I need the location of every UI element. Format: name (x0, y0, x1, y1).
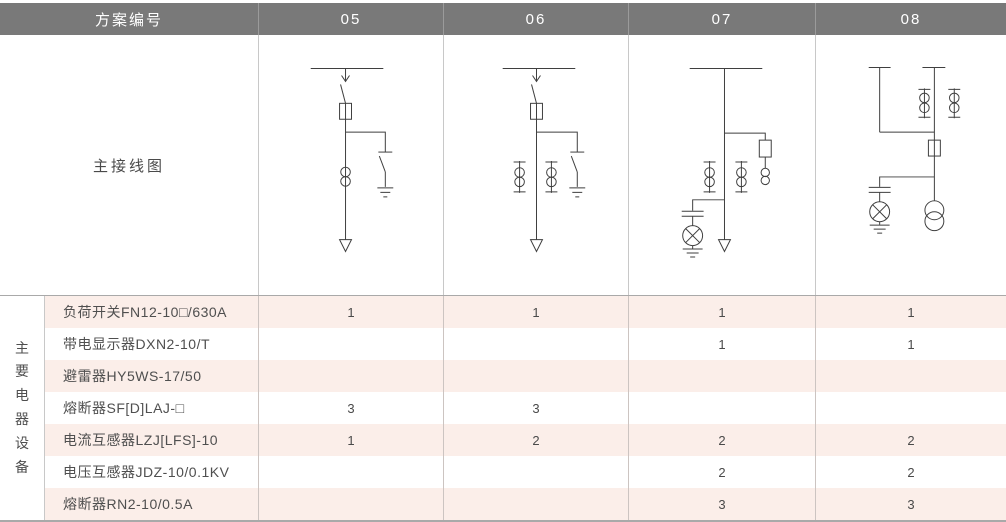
quantity-cell (443, 360, 628, 392)
ct-symbol (513, 161, 526, 193)
fuse-symbol (724, 132, 772, 186)
equipment-name: 电流互感器LZJ[LFS]-10 (63, 432, 219, 448)
header-scheme-number-label: 方案编号 (0, 3, 258, 35)
equipment-row: 熔断器RN2-10/0.5A 3 3 (45, 488, 1006, 520)
header-scheme-07: 07 (628, 3, 815, 35)
table-header: 方案编号 05 06 07 08 (0, 3, 1006, 35)
quantity-cell (258, 328, 443, 360)
equipment-row: 带电显示器DXN2-10/T 1 1 (45, 328, 1006, 360)
capacitor-symbol (681, 199, 725, 226)
quantity-cell (628, 392, 815, 424)
quantity-cell (443, 456, 628, 488)
ct-symbol (735, 161, 748, 193)
quantity-cell (258, 488, 443, 520)
equipment-name: 避雷器HY5WS-17/50 (63, 368, 202, 384)
header-scheme-05: 05 (258, 3, 443, 35)
equipment-row: 避雷器HY5WS-17/50 (45, 360, 1006, 392)
ct-symbol (545, 161, 558, 193)
diagram-row: 主接线图 (0, 35, 1006, 295)
quantity-cell (628, 360, 815, 392)
diagram-row-label: 主接线图 (92, 157, 165, 175)
quantity-cell (815, 392, 1006, 424)
ct-symbol (340, 166, 351, 187)
equipment-section: 主要电器设备 负荷开关FN12-10□/630A 1 1 1 1 带电显示器DX… (0, 295, 1006, 522)
ct-symbol (703, 161, 716, 193)
equipment-row: 电流互感器LZJ[LFS]-10 1 2 2 2 (45, 424, 1006, 456)
quantity-cell: 1 (258, 296, 443, 328)
quantity-cell: 1 (628, 328, 815, 360)
quantity-cell: 3 (815, 488, 1006, 520)
equipment-rows: 负荷开关FN12-10□/630A 1 1 1 1 带电显示器DXN2-10/T… (45, 296, 1006, 520)
equipment-group-label-cell: 主要电器设备 (0, 296, 45, 520)
quantity-cell (815, 360, 1006, 392)
equipment-row: 负荷开关FN12-10□/630A 1 1 1 1 (45, 296, 1006, 328)
quantity-cell: 3 (443, 392, 628, 424)
equipment-row: 熔断器SF[D]LAJ-□ 3 3 (45, 392, 1006, 424)
quantity-cell (443, 488, 628, 520)
ct-symbol (948, 88, 961, 119)
header-scheme-06: 06 (443, 3, 628, 35)
voltage-transformer-symbol (924, 200, 945, 232)
single-line-diagram-07 (628, 35, 815, 295)
quantity-cell: 2 (628, 424, 815, 456)
quantity-cell (258, 456, 443, 488)
quantity-cell: 2 (628, 456, 815, 488)
ct-symbol (918, 88, 931, 119)
cable-terminal-symbol (338, 239, 353, 253)
ground-symbol (682, 245, 703, 258)
quantity-cell: 2 (815, 456, 1006, 488)
equipment-row: 电压互感器JDZ-10/0.1KV 2 2 (45, 456, 1006, 488)
equipment-group-label: 主要电器设备 (15, 339, 29, 475)
fuse-symbol (927, 139, 941, 157)
single-line-diagram-06 (443, 35, 628, 295)
equipment-name: 带电显示器DXN2-10/T (63, 336, 211, 352)
load-switch-symbol (340, 68, 350, 104)
quantity-cell: 2 (815, 424, 1006, 456)
quantity-cell: 3 (258, 392, 443, 424)
cable-terminal-symbol (717, 239, 732, 253)
quantity-cell (258, 360, 443, 392)
quantity-cell: 1 (815, 328, 1006, 360)
cable-terminal-symbol (529, 239, 544, 253)
quantity-cell: 3 (628, 488, 815, 520)
quantity-cell: 1 (815, 296, 1006, 328)
capacitor-symbol (868, 176, 935, 202)
equipment-name: 负荷开关FN12-10□/630A (63, 304, 228, 320)
load-switch-symbol (531, 68, 541, 104)
header-scheme-08: 08 (815, 3, 1006, 35)
quantity-cell: 1 (258, 424, 443, 456)
single-line-diagram-08 (815, 35, 1006, 295)
single-line-diagram-05 (258, 35, 443, 295)
equipment-name: 熔断器SF[D]LAJ-□ (63, 400, 185, 416)
equipment-name: 熔断器RN2-10/0.5A (63, 496, 193, 512)
indicator-lamp-symbol (682, 225, 704, 247)
earthing-switch-symbol (536, 131, 586, 198)
quantity-cell: 1 (628, 296, 815, 328)
quantity-cell: 1 (443, 296, 628, 328)
equipment-name: 电压互感器JDZ-10/0.1KV (63, 464, 230, 480)
indicator-lamp-symbol (869, 201, 891, 223)
ground-symbol (869, 221, 890, 234)
quantity-cell: 2 (443, 424, 628, 456)
quantity-cell (443, 328, 628, 360)
earthing-switch-symbol (345, 131, 394, 198)
